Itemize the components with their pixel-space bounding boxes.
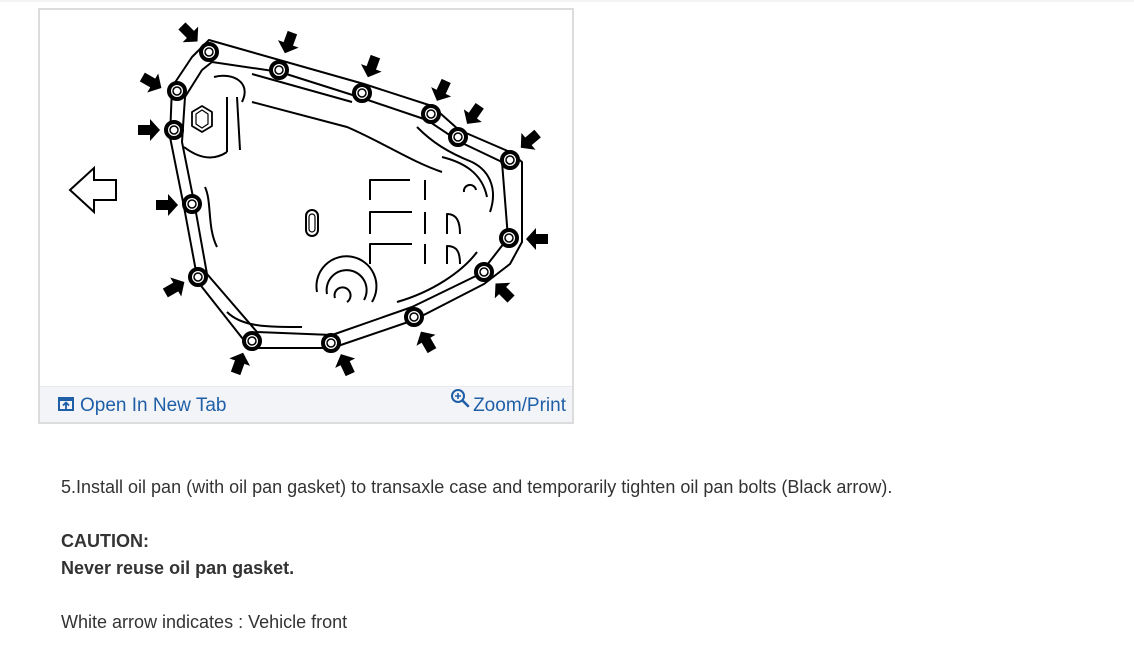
vehicle-front-note: White arrow indicates : Vehicle front (61, 612, 348, 632)
caution-heading: CAUTION: (61, 531, 149, 551)
step-instruction: 5.Install oil pan (with oil pan gasket) … (61, 477, 893, 497)
zoom-print-label: Zoom/Print (473, 395, 566, 416)
open-in-new-tab-label: Open In New Tab (80, 395, 227, 416)
oil-pan-diagram-svg (68, 22, 548, 377)
zoom-print-link[interactable]: Zoom/Print (450, 389, 566, 419)
open-in-new-tab-link[interactable]: Open In New Tab (58, 395, 226, 417)
oil-pan-diagram[interactable] (40, 10, 572, 386)
caution-text: Never reuse oil pan gasket. (61, 558, 295, 578)
figure-container: Open In New Tab Zoom/Print (38, 8, 574, 424)
top-divider (0, 0, 1134, 2)
figure-toolbar: Open In New Tab Zoom/Print (40, 386, 572, 422)
open-new-tab-icon (58, 395, 74, 417)
zoom-in-icon (450, 388, 470, 414)
